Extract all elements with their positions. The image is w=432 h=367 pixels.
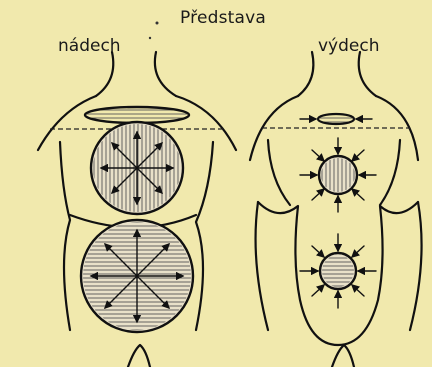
- belly-hatch: [322, 255, 354, 287]
- shoulder-left-line: [38, 96, 96, 150]
- hip-right-line: [410, 202, 422, 330]
- chest-arrows: [101, 132, 173, 204]
- chest-hatch: [321, 158, 355, 192]
- upper-chest-lens: [318, 114, 354, 124]
- torso-left-line: [60, 142, 70, 330]
- neck-right-line: [155, 52, 176, 96]
- ink-dot: [156, 22, 159, 25]
- shoulder-right-line: [176, 96, 236, 150]
- ribcage-right-line: [380, 140, 400, 205]
- neck-right-line: [359, 52, 376, 96]
- belly-arrows: [91, 230, 183, 322]
- torso-right-line: [196, 142, 213, 330]
- inhale-figure: [38, 52, 236, 367]
- legs-line: [128, 345, 150, 367]
- ink-dot: [149, 37, 151, 39]
- neck-left-line: [298, 52, 313, 96]
- upper-chest-lens: [85, 107, 189, 123]
- legs-line: [332, 345, 354, 367]
- ribcage-left-line: [268, 140, 290, 205]
- neck-left-line: [96, 52, 113, 96]
- exhale-figure: [250, 52, 422, 367]
- hip-left-line: [256, 202, 268, 330]
